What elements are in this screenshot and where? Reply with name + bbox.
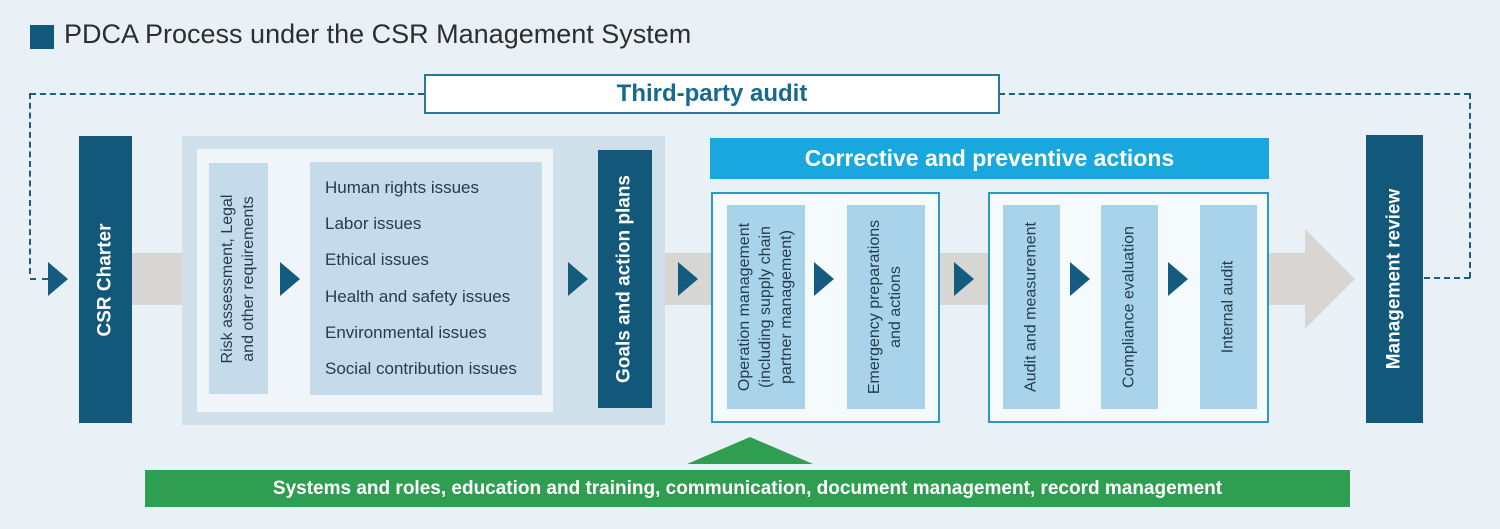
csr-charter-label: CSR Charter: [94, 223, 116, 336]
issue-item-ethical: Ethical issues: [325, 250, 429, 270]
step-arrow-risk-to-issues: [280, 262, 300, 296]
issue-item-environmental: Environmental issues: [325, 322, 487, 342]
issue-item-labor: Labor issues: [325, 214, 422, 234]
key-issues-list: Human rights issues Labor issues Ethical…: [310, 162, 542, 395]
step-arrow-do-to-check: [954, 262, 974, 296]
compliance-evaluation-label: Compliance evaluation: [1120, 226, 1138, 388]
goals-action-plans-box: Goals and action plans: [598, 150, 652, 408]
process-flow-arrowhead: [1305, 229, 1355, 329]
dashed-line-right-top: [999, 93, 1470, 95]
title-bullet-square: [30, 25, 54, 49]
issue-item-social-contribution: Social contribution issues: [325, 358, 517, 378]
operation-management-label: Operation management (including supply c…: [735, 222, 795, 392]
dashed-line-left-vertical: [29, 93, 31, 274]
foundation-banner-label: Systems and roles, education and trainin…: [272, 477, 1223, 499]
risk-assessment-label: Risk assessment, Legal and other require…: [218, 194, 257, 363]
dashed-line-left-stub: [30, 278, 48, 280]
goals-action-plans-label: Goals and action plans: [613, 175, 635, 383]
third-party-audit-label: Third-party audit: [616, 80, 808, 107]
audit-measurement-box: Audit and measurement: [1003, 205, 1060, 409]
operation-management-box: Operation management (including supply c…: [727, 205, 805, 409]
internal-audit-box: Internal audit: [1200, 205, 1257, 409]
foundation-up-arrow: [687, 437, 813, 464]
step-arrow-issues-to-goals: [568, 262, 588, 296]
dashed-line-right-stub: [1424, 277, 1470, 279]
corrective-actions-label: Corrective and preventive actions: [804, 145, 1175, 171]
internal-audit-label: Internal audit: [1219, 260, 1237, 354]
emergency-preparations-label: Emergency preparations and actions: [866, 219, 904, 395]
page-title: PDCA Process under the CSR Management Sy…: [64, 19, 692, 49]
corrective-actions-banner: Corrective and preventive actions: [710, 138, 1269, 179]
foundation-banner: Systems and roles, education and trainin…: [145, 470, 1350, 507]
dashed-arrowhead-into-csr-charter: [48, 262, 68, 296]
step-arrow-plan-to-do: [678, 262, 698, 296]
risk-assessment-box: Risk assessment, Legal and other require…: [209, 163, 268, 394]
management-review-label: Management review: [1383, 188, 1405, 370]
management-review-box: Management review: [1366, 135, 1423, 423]
issue-item-human-rights: Human rights issues: [325, 178, 480, 198]
step-arrow-compliance-to-internal: [1168, 262, 1188, 296]
third-party-audit-box: Third-party audit: [424, 74, 1000, 114]
emergency-preparations-box: Emergency preparations and actions: [847, 205, 925, 409]
csr-charter-box: CSR Charter: [79, 136, 132, 423]
compliance-evaluation-box: Compliance evaluation: [1101, 205, 1158, 409]
dashed-line-left-top: [30, 93, 424, 95]
issue-item-health-safety: Health and safety issues: [325, 286, 511, 306]
step-arrow-audit-to-compliance: [1070, 262, 1090, 296]
dashed-line-right-vertical: [1469, 93, 1471, 278]
audit-measurement-label: Audit and measurement: [1022, 222, 1040, 392]
step-arrow-operation-to-emergency: [814, 262, 834, 296]
